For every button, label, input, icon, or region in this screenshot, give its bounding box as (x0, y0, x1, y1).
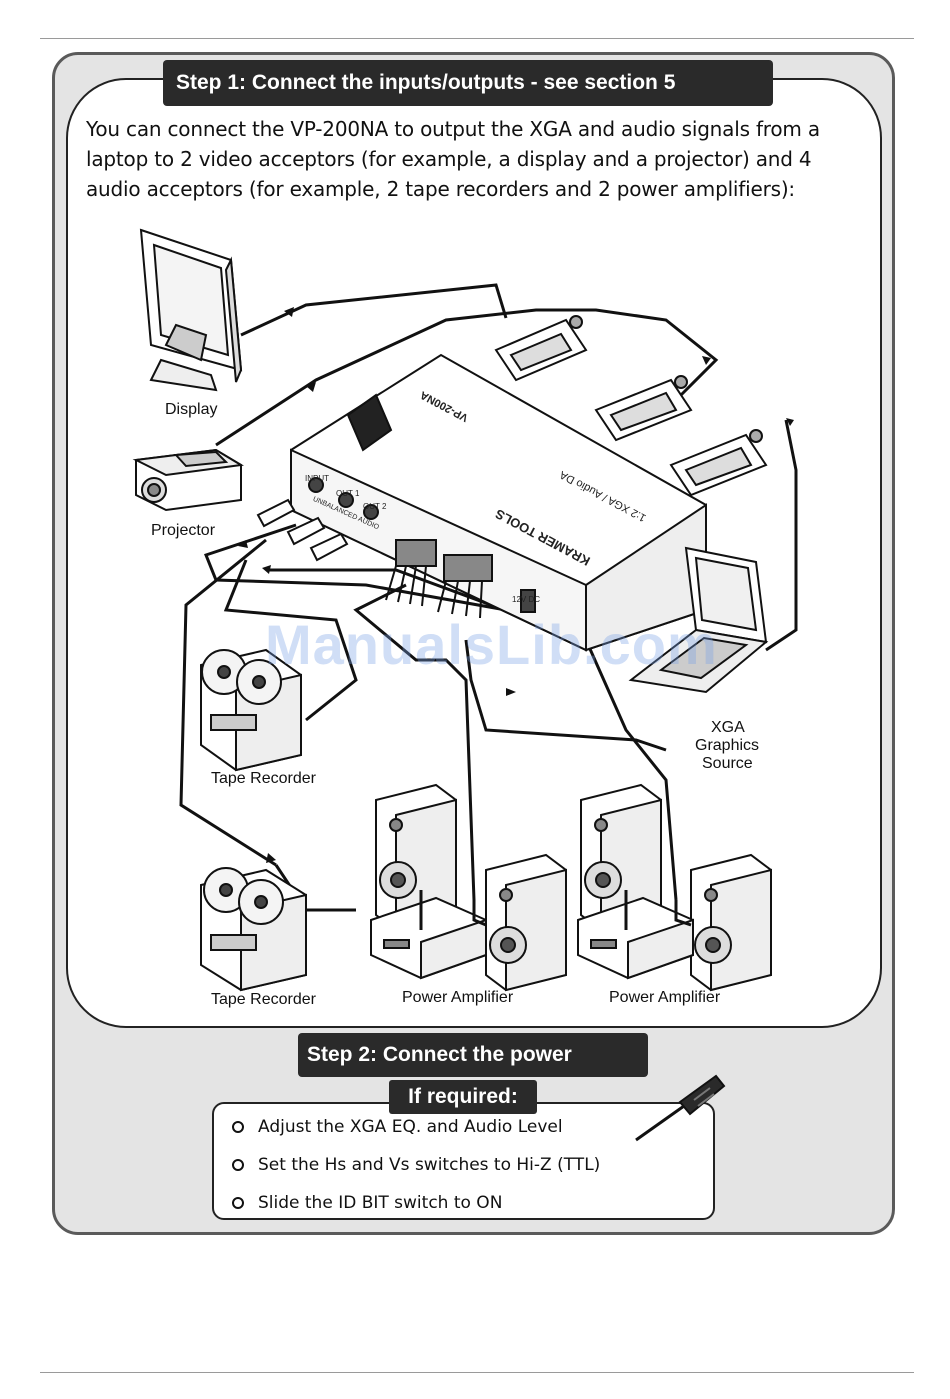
vga-connector-2 (594, 375, 693, 442)
power-amplifier-1 (370, 896, 487, 980)
cable-arrows (238, 307, 794, 863)
label-xga-line1: XGA (711, 719, 745, 736)
speaker-1b (485, 853, 567, 992)
bottom-rule (40, 1372, 914, 1373)
speaker-2b (690, 853, 772, 992)
device-out1-label: OUT 1 (336, 489, 360, 498)
label-xga-line2: Graphics (695, 737, 760, 754)
bullet-icon (232, 1159, 244, 1171)
cable-audio-b (179, 538, 277, 867)
cable-display (240, 283, 508, 337)
label-projector: Projector (151, 522, 216, 539)
display-monitor (139, 228, 243, 392)
tape-recorder-2 (200, 867, 307, 992)
if-required-title: If required: (389, 1080, 537, 1114)
speaker-wires (419, 890, 692, 930)
bullet-icon (232, 1121, 244, 1133)
device-out2-label: OUT 2 (363, 502, 387, 511)
cable-audio-f (464, 639, 667, 752)
label-power-amplifier-2: Power Amplifier (609, 989, 721, 1006)
terminal-wires (385, 565, 483, 619)
laptop (628, 546, 769, 694)
label-tape-recorder-2: Tape Recorder (211, 991, 316, 1008)
intro-text: You can connect the VP-200NA to output t… (86, 117, 820, 201)
screwdriver-icon (635, 1074, 726, 1142)
top-rule (40, 38, 914, 39)
step2-title: Step 2: Connect the power (298, 1033, 648, 1077)
vga-connector-1 (494, 315, 588, 382)
bullet-icon (232, 1197, 244, 1209)
device-power-label: 12V DC (512, 595, 541, 604)
vp200na-unit (290, 353, 707, 652)
cable-audio-c (223, 559, 358, 722)
label-power-amplifier-1: Power Amplifier (402, 989, 514, 1006)
label-display: Display (165, 401, 218, 418)
cable-audio-e (353, 583, 476, 901)
cable-audio-d (266, 568, 678, 901)
cable-projector (215, 308, 719, 447)
label-tape-recorder-1: Tape Recorder (211, 770, 316, 787)
req-item-3: Slide the ID BIT switch to ON (232, 1193, 502, 1213)
speaker-1a (375, 783, 457, 932)
req-item-1-text: Adjust the XGA EQ. and Audio Level (258, 1117, 563, 1137)
connection-diagram (132, 228, 798, 992)
tape-recorder-1 (200, 648, 302, 772)
req-item-2-text: Set the Hs and Vs switches to Hi-Z (TTL) (258, 1155, 601, 1175)
req-item-2: Set the Hs and Vs switches to Hi-Z (TTL) (232, 1155, 600, 1175)
if-required-box (212, 1102, 715, 1220)
vga-connector-3 (669, 429, 768, 497)
watermark: ManualsLib.com (265, 613, 718, 676)
step1-title: Step 1: Connect the inputs/outputs - see… (163, 60, 773, 106)
req-item-1: Adjust the XGA EQ. and Audio Level (232, 1117, 563, 1137)
label-xga-line3: Source (702, 755, 753, 772)
req-item-3-text: Slide the ID BIT switch to ON (258, 1193, 503, 1213)
rca-plugs (256, 498, 349, 562)
cable-laptop (765, 419, 798, 652)
device-input-label: INPUT (305, 474, 329, 483)
power-amplifier-2 (577, 896, 694, 980)
projector (132, 448, 244, 512)
